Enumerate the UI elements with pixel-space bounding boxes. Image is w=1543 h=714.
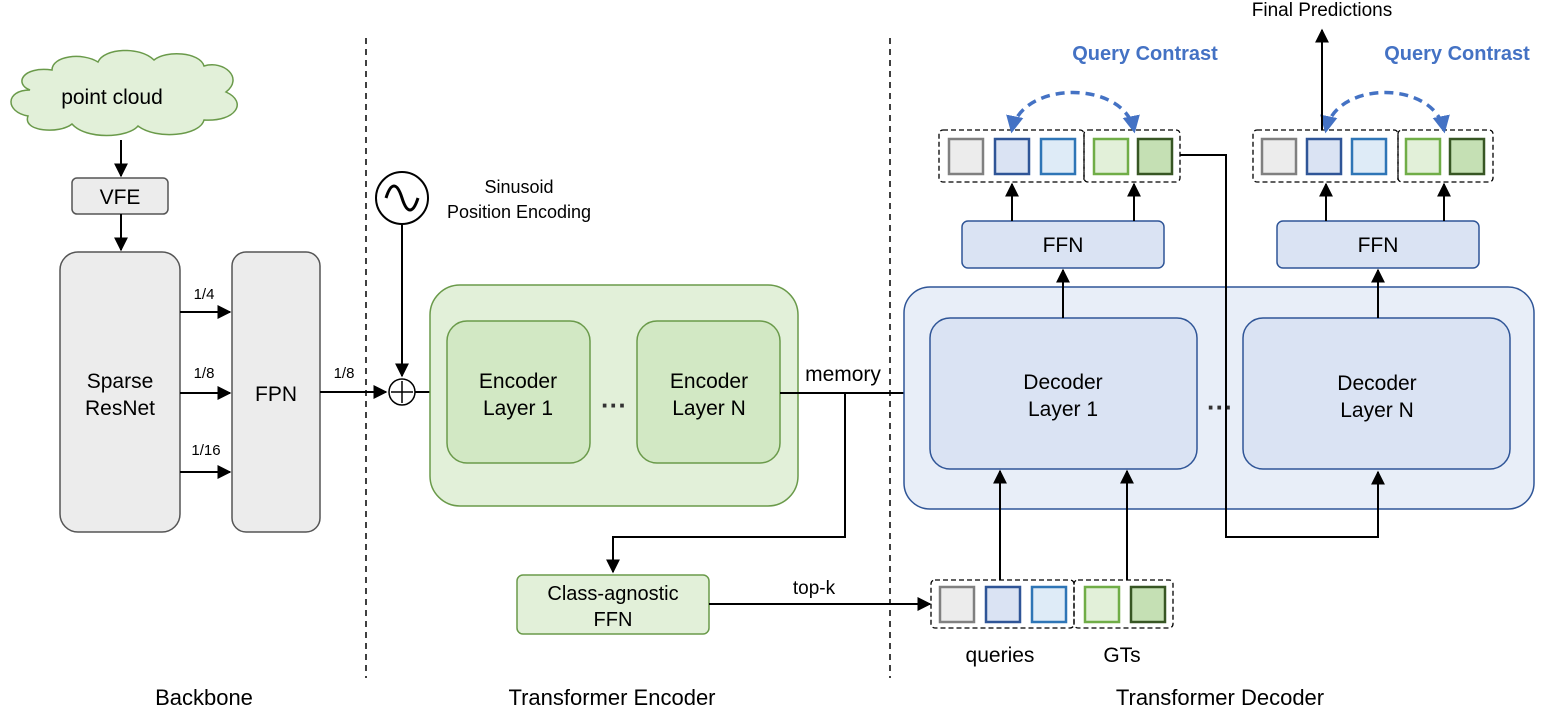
pos-enc-label-line2: Position Encoding [447,202,591,222]
query-contrast-label-1: Query Contrast [1072,43,1218,65]
pos-enc-label-line1: Sinusoid [484,177,553,197]
scale-label-2: 1/8 [194,365,215,382]
final-predictions-label: Final Predictions [1252,0,1392,21]
sine-wave-icon [384,184,420,212]
out-query-token [1350,137,1388,176]
cls-ffn-line1: Class-agnostic [547,583,678,605]
decoder-layer-n [1242,317,1511,470]
encoder-layer-n-line2: Layer N [672,397,746,420]
out-query-token [947,137,985,176]
cls-ffn-line2: FFN [594,609,633,631]
encoder-layer-n-line1: Encoder [670,370,748,393]
query-contrast-label-n: Query Contrast [1384,43,1530,65]
decoder-section-label: Transformer Decoder [1116,685,1324,709]
encoder-layer-1 [446,320,591,464]
query-contrast-arc-1 [1006,90,1140,134]
out-gt-token [1136,137,1174,176]
arrow-skip-layer-n [1180,154,1385,538]
in-query-token [984,585,1022,624]
encoder-section-label: Transformer Encoder [508,685,715,709]
encoder-layer-1-line1: Encoder [479,370,557,393]
vfe-label: VFE [100,186,141,209]
fpn-label: FPN [255,383,297,406]
decoder-ffn-n [1276,220,1480,269]
in-gts-group [1073,579,1174,629]
backbone-section-label: Backbone [155,685,253,709]
point-cloud-shape [10,49,238,137]
decoder-layer-1-line1: Decoder [1023,371,1102,394]
encoder-ellipsis: ··· [601,390,627,420]
arrow-memory-cls-ffn [606,393,846,574]
out-query-token [1039,137,1077,176]
decoder-ffn-1 [961,220,1165,269]
in-gt-token [1129,585,1167,624]
out-query-token [1260,137,1298,176]
out-query-token [1305,137,1343,176]
encoder-layer-1-line2: Layer 1 [483,397,553,420]
decoder-layer-n-line2: Layer N [1340,399,1414,422]
sparse-resnet-label-line1: Sparse [87,370,154,393]
sparse-resnet-label-line2: ResNet [85,397,155,420]
gts-label: GTs [1103,644,1140,667]
decoder-layer-1-line2: Layer 1 [1028,398,1098,421]
scale-label-1: 1/4 [194,286,215,303]
in-gt-token [1083,585,1121,624]
out-gt-token [1448,137,1486,176]
in-query-token [938,585,976,624]
in-query-token [1030,585,1068,624]
decoder-ellipsis: ··· [1207,392,1233,422]
decoder-ffn-n-label: FFN [1358,234,1399,257]
queries-label: queries [966,644,1035,667]
memory-label: memory [805,363,881,386]
scale-label-3: 1/16 [191,442,220,459]
decoder-ffn-1-label: FFN [1043,234,1084,257]
out-query-token [993,137,1031,176]
point-cloud-label: point cloud [61,86,163,109]
decoder-layer-n-line1: Decoder [1337,372,1416,395]
query-contrast-arc-n [1320,90,1450,134]
out-gt-token [1092,137,1130,176]
out-gt-token [1404,137,1442,176]
topk-label: top-k [793,578,836,599]
fpn-out-scale-label: 1/8 [334,365,355,382]
